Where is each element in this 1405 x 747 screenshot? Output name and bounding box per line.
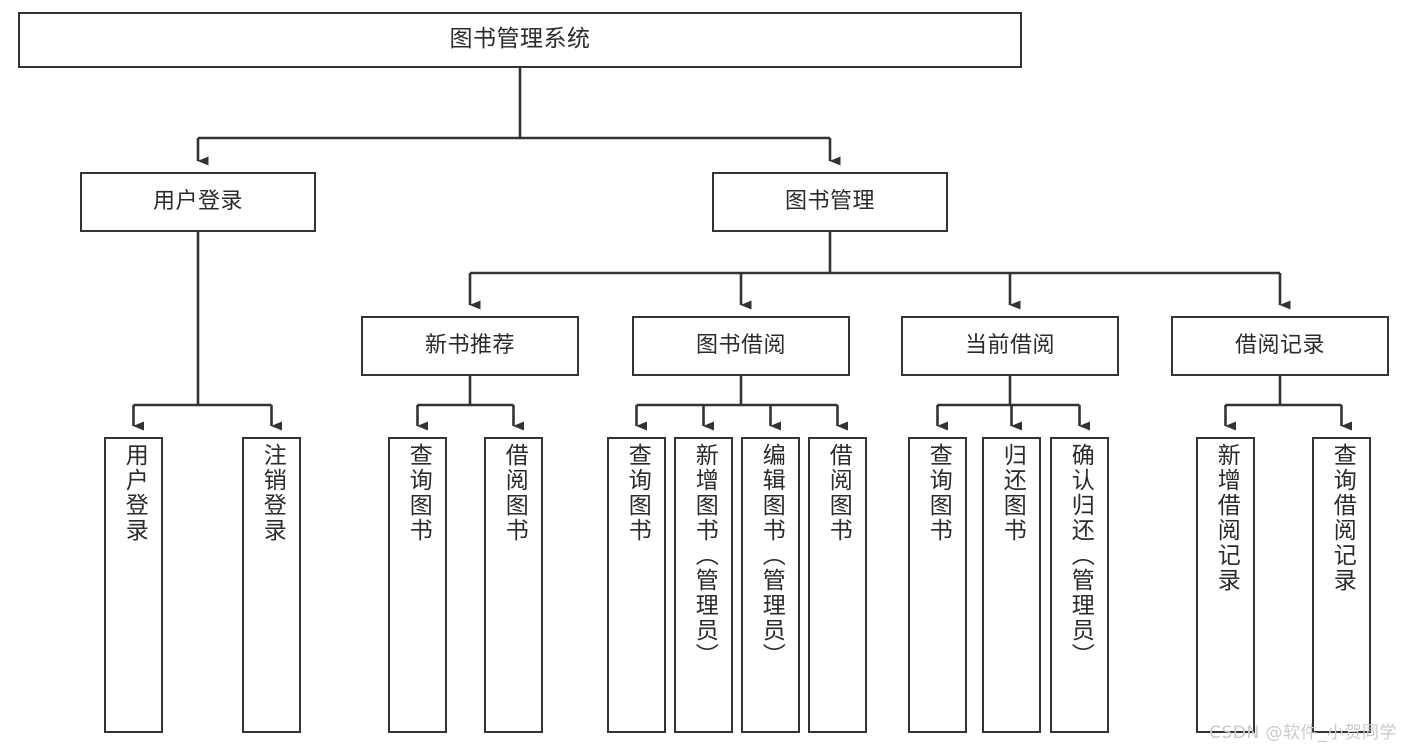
node-label: 新增图书（管理员） <box>691 443 718 668</box>
node-n5[interactable]: 当前借阅 <box>901 316 1119 376</box>
node-l11[interactable]: 确认归还（管理员） <box>1050 437 1109 733</box>
node-label: 用户登录 <box>152 189 243 215</box>
node-label: 用户登录 <box>121 443 148 543</box>
node-label: 确认归还（管理员） <box>1067 443 1094 668</box>
node-n6[interactable]: 借阅记录 <box>1171 316 1389 376</box>
node-label: 借阅记录 <box>1234 333 1325 359</box>
node-label: 编辑图书（管理员） <box>758 443 785 668</box>
node-label: 归还图书 <box>999 443 1026 543</box>
node-l8[interactable]: 借阅图书 <box>808 437 867 733</box>
node-label: 图书管理 <box>784 189 875 215</box>
node-label: 查询图书 <box>925 443 952 543</box>
node-l3[interactable]: 查询图书 <box>388 437 447 733</box>
node-l5[interactable]: 查询图书 <box>607 437 666 733</box>
node-n4[interactable]: 图书借阅 <box>632 316 850 376</box>
node-label: 图书管理系统 <box>449 26 591 53</box>
node-label: 图书借阅 <box>695 333 786 359</box>
node-l10[interactable]: 归还图书 <box>982 437 1041 733</box>
node-l2[interactable]: 注销登录 <box>242 437 301 733</box>
node-label: 新书推荐 <box>424 333 515 359</box>
node-label: 查询图书 <box>624 443 651 543</box>
node-n2[interactable]: 图书管理 <box>712 172 948 232</box>
node-label: 当前借阅 <box>964 333 1055 359</box>
node-n3[interactable]: 新书推荐 <box>361 316 579 376</box>
node-label: 查询借阅记录 <box>1329 443 1356 593</box>
node-l12[interactable]: 新增借阅记录 <box>1196 437 1255 733</box>
node-n1[interactable]: 用户登录 <box>80 172 316 232</box>
node-l4[interactable]: 借阅图书 <box>484 437 543 733</box>
node-l1[interactable]: 用户登录 <box>104 437 163 733</box>
node-l13[interactable]: 查询借阅记录 <box>1312 437 1371 733</box>
node-label: 查询图书 <box>405 443 432 543</box>
node-label: 注销登录 <box>259 443 286 543</box>
node-l9[interactable]: 查询图书 <box>908 437 967 733</box>
node-label: 新增借阅记录 <box>1213 443 1240 593</box>
watermark-text: CSDN @软件_小贺同学 <box>1209 723 1397 743</box>
node-l7[interactable]: 编辑图书（管理员） <box>741 437 800 733</box>
node-label: 借阅图书 <box>501 443 528 543</box>
node-root[interactable]: 图书管理系统 <box>18 12 1022 68</box>
node-l6[interactable]: 新增图书（管理员） <box>674 437 733 733</box>
node-label: 借阅图书 <box>825 443 852 543</box>
